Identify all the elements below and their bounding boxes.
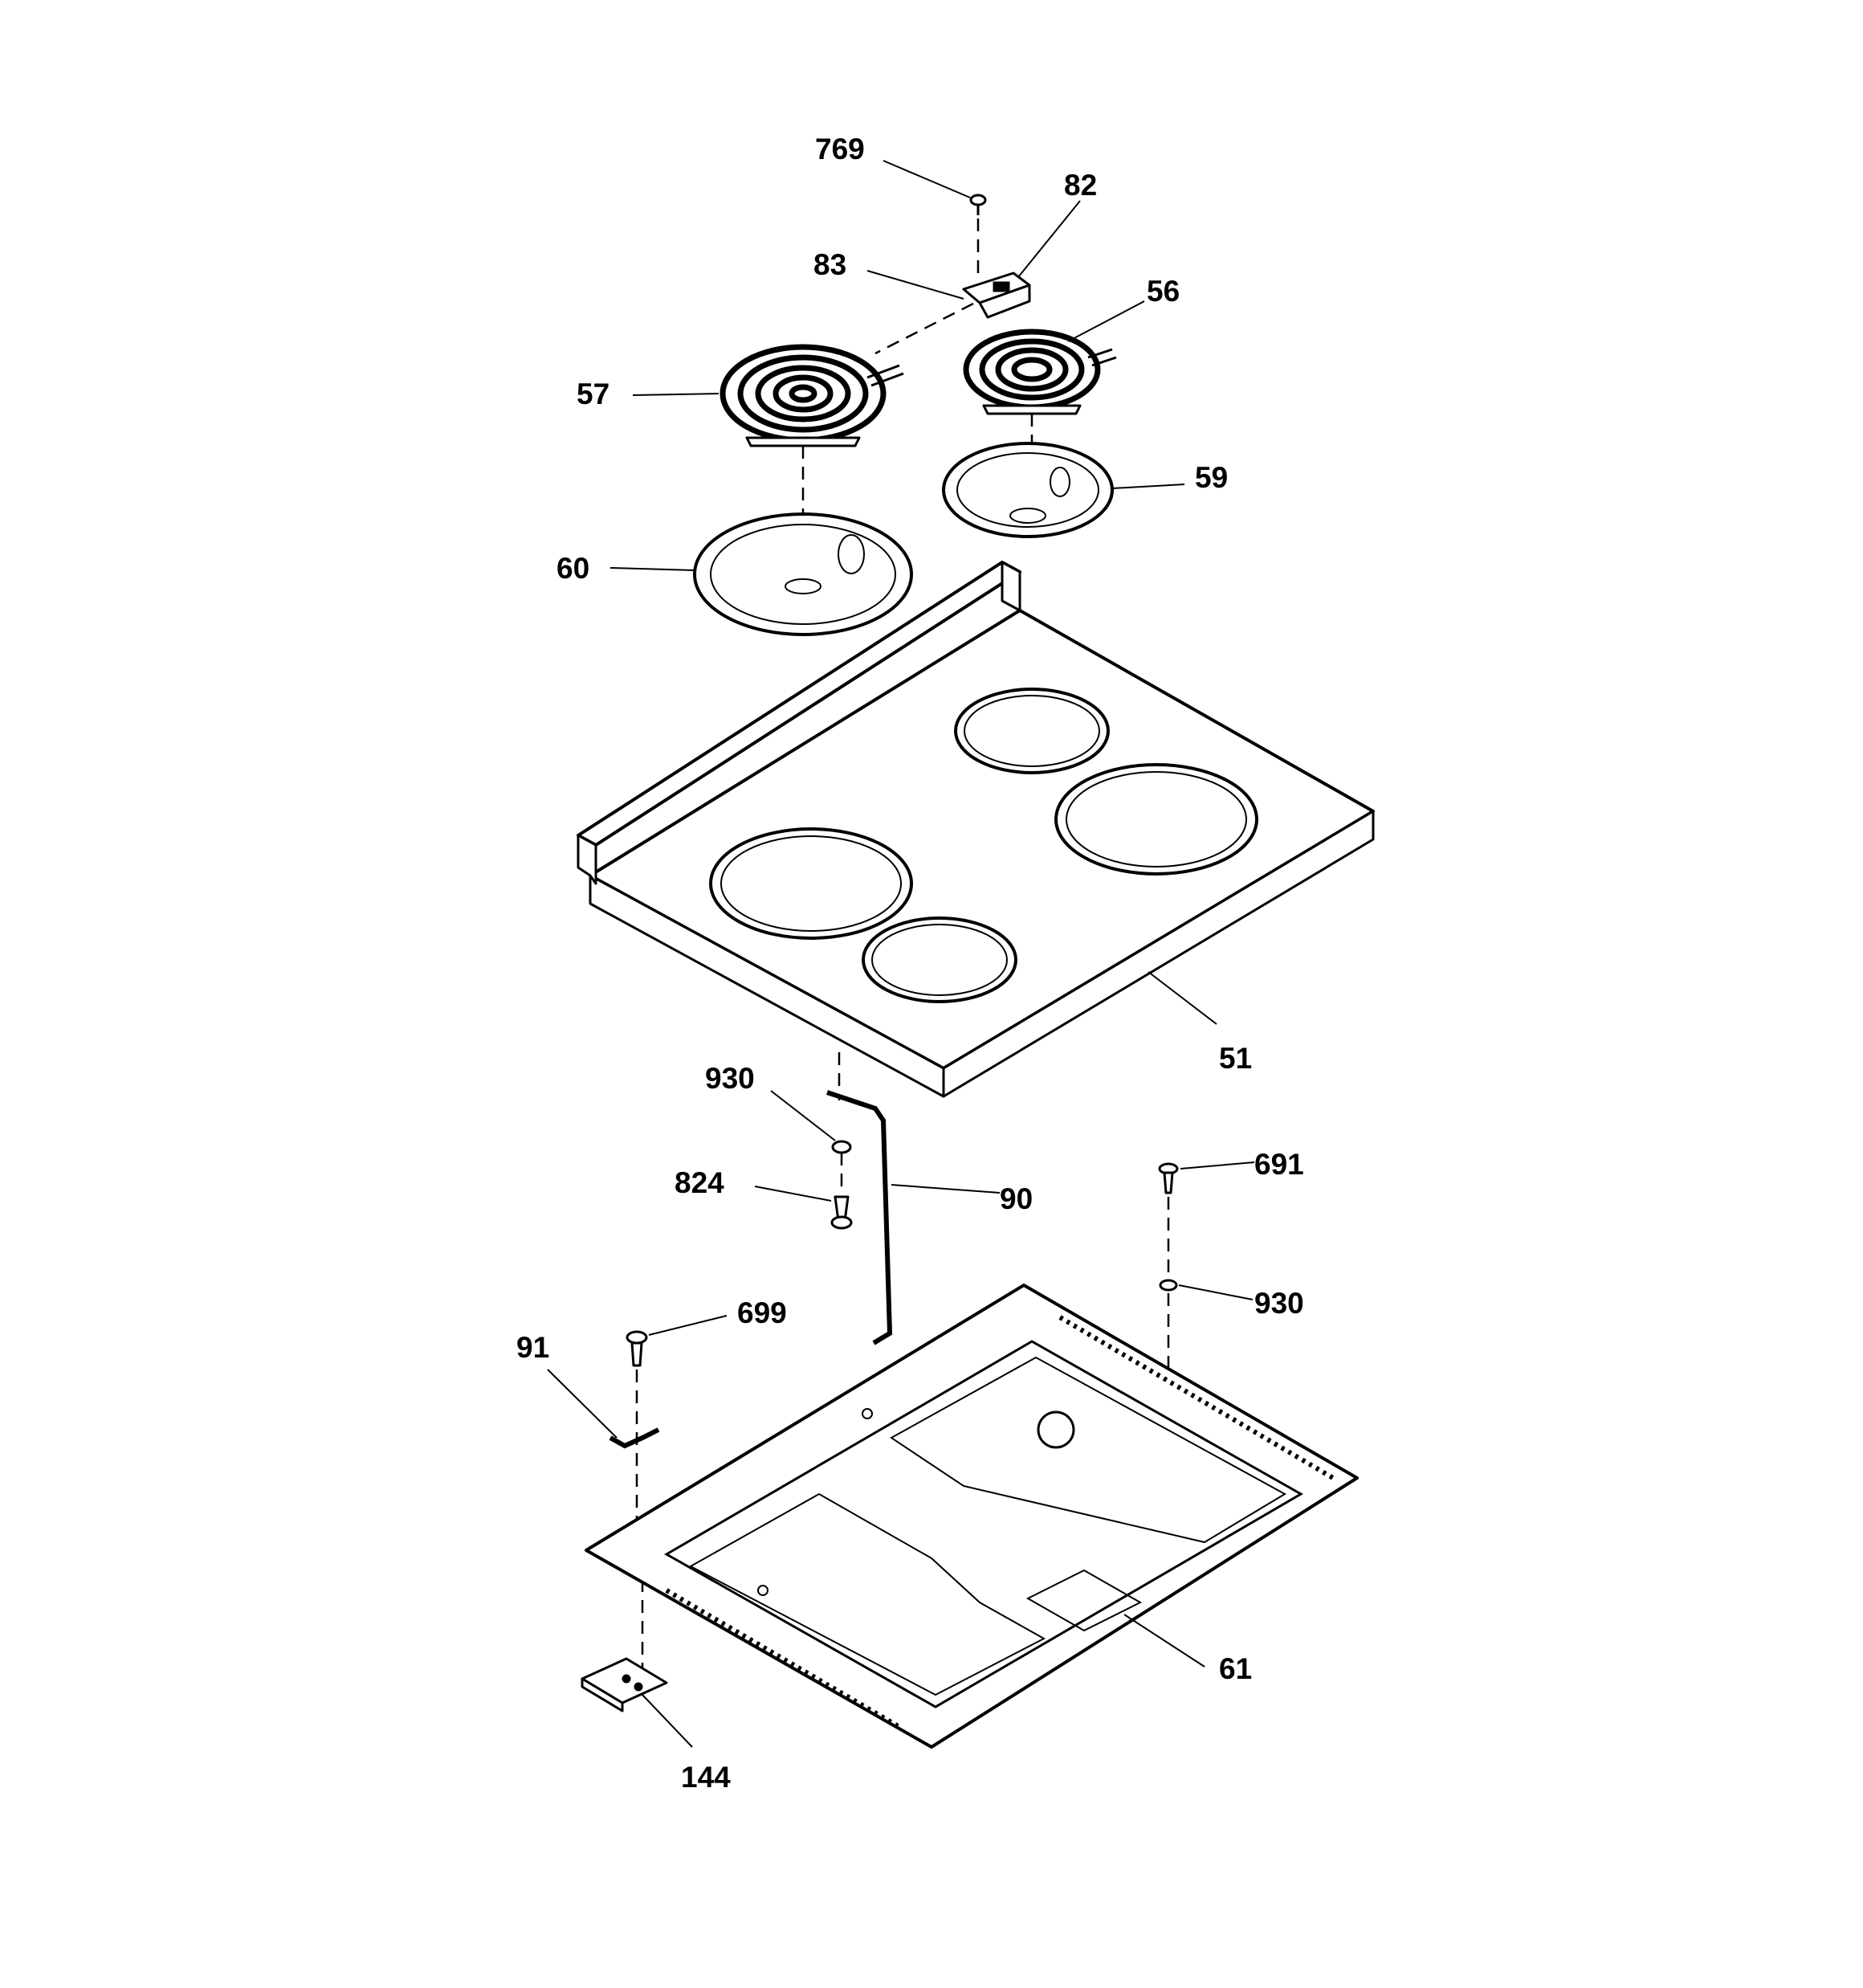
label-930-lower: 930 xyxy=(1254,1287,1304,1320)
part-61-bottom-panel xyxy=(585,1284,1359,1749)
label-769: 769 xyxy=(815,133,865,165)
label-824: 824 xyxy=(675,1166,724,1199)
label-59: 59 xyxy=(1195,461,1228,494)
label-56: 56 xyxy=(1147,275,1180,308)
part-82-83-terminal-block xyxy=(874,271,1031,355)
part-699-screw-and-91-bracket xyxy=(609,1330,660,1679)
part-51-cooktop xyxy=(577,561,1375,1100)
label-699: 699 xyxy=(737,1296,787,1329)
label-91: 91 xyxy=(516,1331,549,1364)
label-930-upper: 930 xyxy=(705,1062,755,1095)
part-labels: 769 82 83 56 57 59 60 51 930 824 90 691 … xyxy=(516,133,1304,1794)
label-57: 57 xyxy=(577,378,609,410)
part-57-large-surface-unit xyxy=(720,344,904,586)
part-691-screw-and-930-washer xyxy=(1158,1162,1179,1382)
leader-lines xyxy=(547,160,1255,1748)
part-60-large-drip-pan xyxy=(693,512,913,636)
label-83: 83 xyxy=(813,248,846,281)
label-90: 90 xyxy=(1000,1182,1033,1215)
label-82: 82 xyxy=(1064,169,1097,202)
label-691: 691 xyxy=(1254,1148,1304,1181)
part-59-small-drip-pan xyxy=(942,442,1114,538)
label-61: 61 xyxy=(1219,1652,1252,1685)
label-60: 60 xyxy=(556,552,589,585)
label-144: 144 xyxy=(681,1761,731,1794)
part-144-bracket xyxy=(581,1657,668,1712)
part-90-rod-assembly xyxy=(826,1090,893,1345)
label-51: 51 xyxy=(1219,1042,1252,1075)
part-769-screw xyxy=(969,194,987,277)
